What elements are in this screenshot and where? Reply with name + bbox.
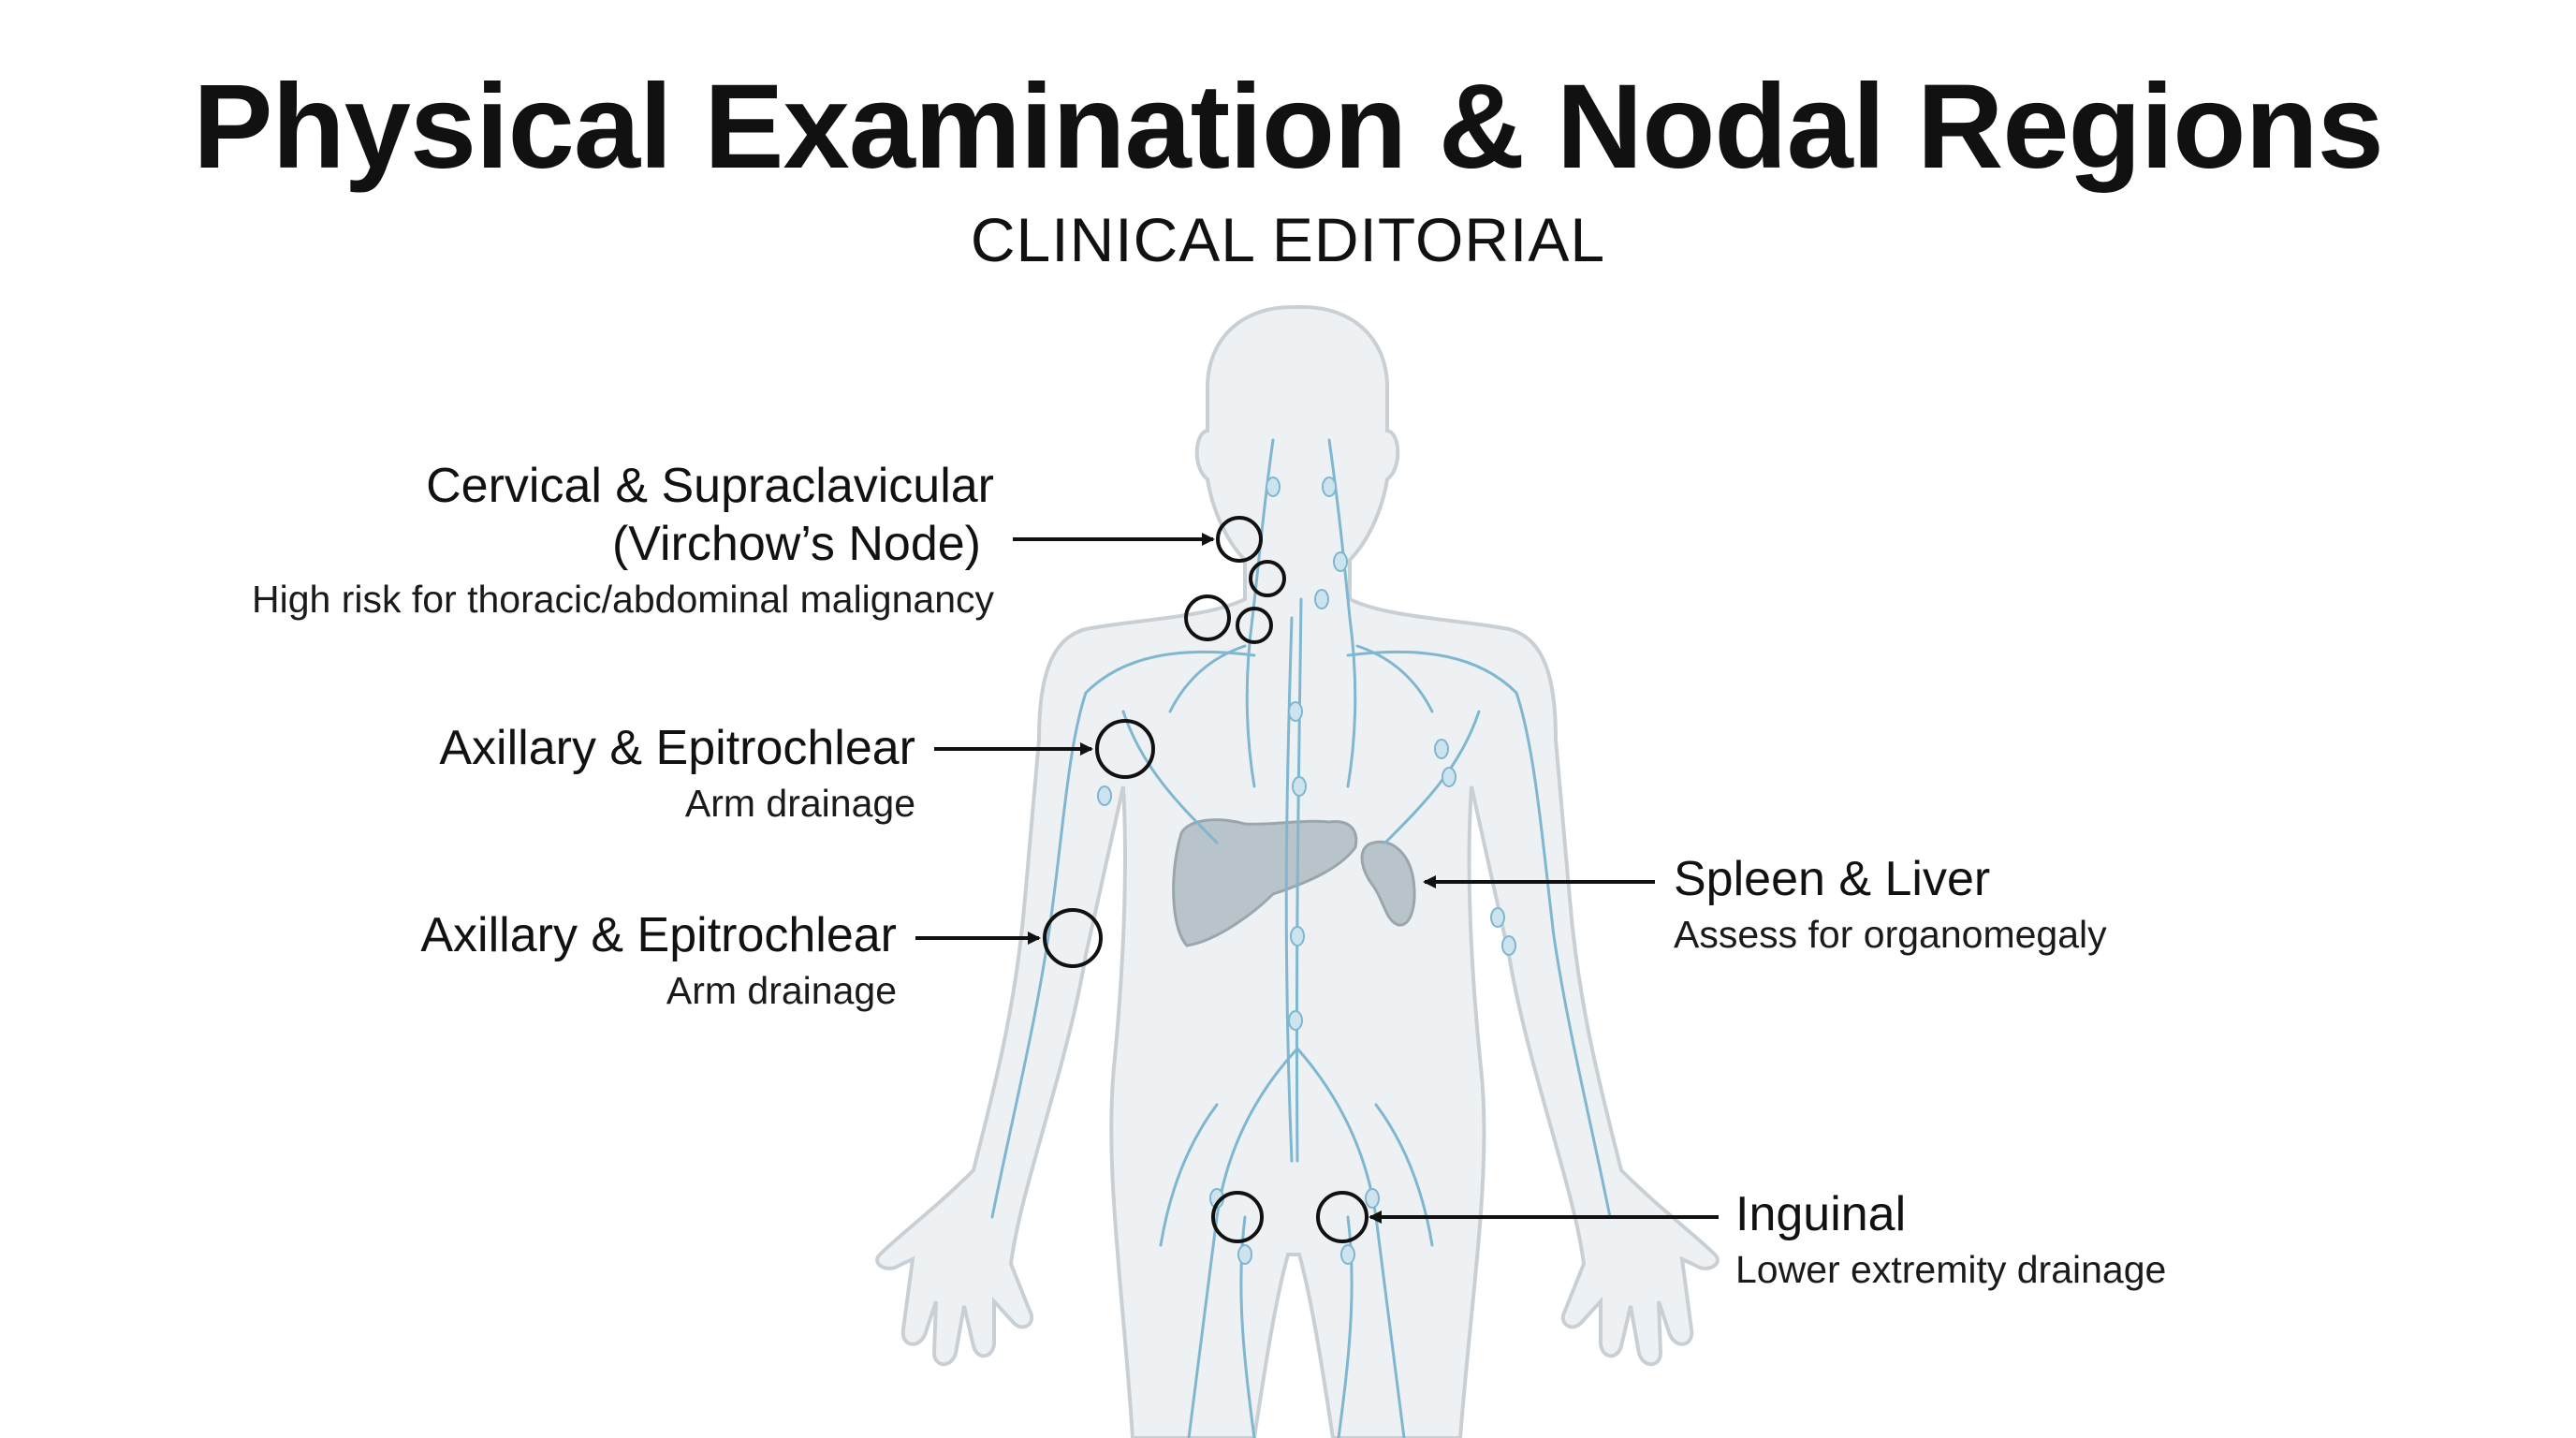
lymphatic-vessels [990,438,1612,1438]
node-rings [1043,516,1368,1243]
page-subtitle: CLINICAL EDITORIAL [970,205,1606,274]
label-axillary-lower-title: Axillary & Epitrochlear [420,908,897,962]
label-axillary-lower-note: Arm drainage [666,969,897,1012]
page-title: Physical Examination & Nodal Regions [193,60,2384,194]
label-axillary-upper-note: Arm drainage [684,782,915,825]
ring-axillary [1095,719,1155,779]
ring-supraclavicular-right [1249,560,1286,597]
label-spleen-liver: Spleen & Liver Assess for organomegaly [1674,850,2329,961]
spleen-shape [1360,840,1416,927]
label-cervical-title-line1: Cervical & Supraclavicular [426,459,994,513]
label-axillary-lower: Axillary & Epitrochlear Arm drainage [335,906,897,1017]
lymph-nodes [1097,477,1516,1265]
ring-cervical [1216,516,1263,563]
label-inguinal: Inguinal Lower extremity drainage [1735,1185,2391,1296]
label-inguinal-title: Inguinal [1735,1187,1907,1241]
label-spleen-liver-note: Assess for organomegaly [1674,913,2107,956]
label-inguinal-note: Lower extremity drainage [1735,1248,2167,1291]
label-cervical-note: High risk for thoracic/abdominal maligna… [251,578,994,621]
label-axillary-upper-title: Axillary & Epitrochlear [439,721,915,775]
label-axillary-upper: Axillary & Epitrochlear Arm drainage [354,719,915,829]
ring-supraclavicular-left-b [1236,607,1273,644]
ring-epitrochlear [1043,908,1103,968]
label-cervical: Cervical & Supraclavicular (Virchow’s No… [140,457,994,625]
liver-shape [1172,818,1358,947]
ring-supraclavicular-left-a [1184,594,1231,641]
label-cervical-title-line2: (Virchow’s Node) [611,517,981,571]
ring-inguinal-left [1316,1191,1368,1243]
label-spleen-liver-title: Spleen & Liver [1674,852,1991,906]
annotation-arrows [915,533,1719,1224]
ring-inguinal-right [1211,1191,1264,1243]
